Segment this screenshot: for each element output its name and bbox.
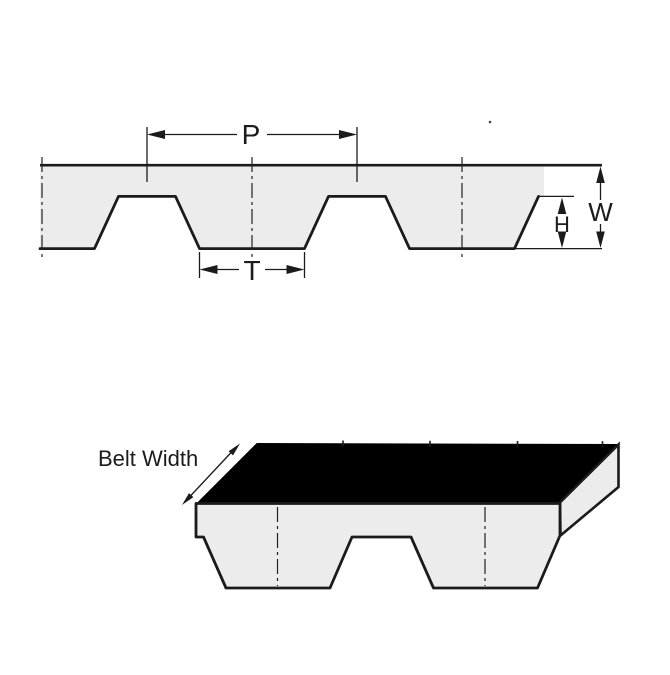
belt-width-arrowhead-upper <box>228 443 240 456</box>
belt-width-arrowhead-lower <box>182 493 194 505</box>
tooth-centerlines <box>41 157 463 259</box>
tooth-width-arrowhead-right <box>286 265 305 274</box>
pitch-arrowhead-right <box>339 130 357 139</box>
speck-dot <box>488 120 492 124</box>
belt-width-arrow <box>182 443 240 505</box>
belt-width-arrow-line <box>188 450 234 498</box>
pitch-arrowhead-left <box>147 130 165 139</box>
belt-body <box>40 165 544 248</box>
dimension-pitch <box>146 127 358 182</box>
belt-thickness-arrowhead-up <box>596 166 605 183</box>
perspective-figure: Belt Width <box>98 440 620 590</box>
dimension-belt-thickness <box>596 166 605 248</box>
tooth-height-arrowhead-up <box>557 197 567 214</box>
top-face-rear-ticks <box>342 440 604 448</box>
tooth-height-label: H <box>554 212 570 237</box>
cross-section-figure: P T H W <box>38 119 613 286</box>
belt-width-label: Belt Width <box>98 446 198 471</box>
tooth-width-label: T <box>243 255 260 286</box>
belt-thickness-label: W <box>588 197 613 227</box>
belt-front-face <box>194 502 562 590</box>
tooth-height-arrowhead-down <box>557 231 567 248</box>
front-face-centerlines <box>276 507 486 586</box>
pitch-label: P <box>242 119 261 150</box>
tooth-width-arrowhead-left <box>199 265 218 274</box>
belt-tooth-profile <box>38 195 540 250</box>
dimension-tooth-height <box>557 197 567 248</box>
belt-top-face <box>195 442 620 505</box>
dimension-tooth-width <box>198 252 306 278</box>
belt-thickness-arrowhead-down <box>596 231 605 248</box>
